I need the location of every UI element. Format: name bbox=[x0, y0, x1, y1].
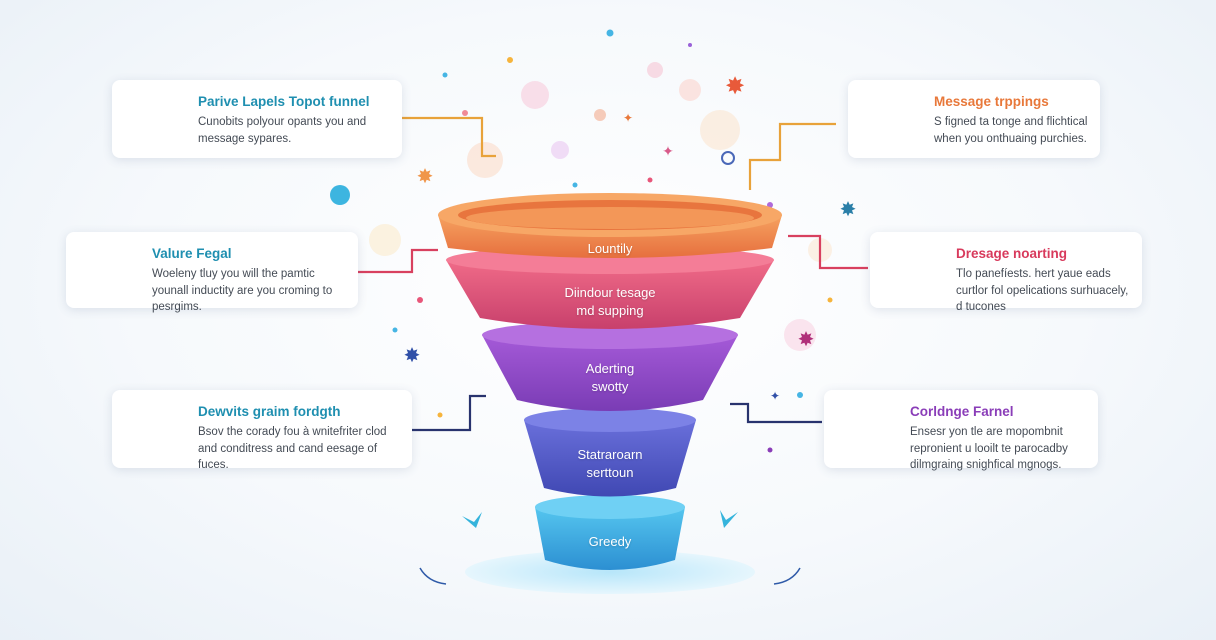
card-title: Dewvits graim fordgth bbox=[198, 404, 341, 419]
card-description: Ensesr yon tle are mopombnit repronient … bbox=[910, 426, 1068, 472]
card-description: Cunobits polyour opants you and message … bbox=[198, 116, 367, 145]
card-bottom-left: Dewvits graim fordgth Bsov the corady fo… bbox=[112, 390, 412, 471]
svg-text:✦: ✦ bbox=[623, 111, 633, 125]
card-mid-left: Valure Fegal Woeleny tluy you will the p… bbox=[66, 232, 358, 313]
funnel-label-statraroarn: Statraroarn serttoun bbox=[577, 447, 643, 480]
funnel-stage-greedy bbox=[535, 495, 685, 570]
card-title: Valure Fegal bbox=[152, 246, 232, 261]
funnel-label-aderting: Aderting swotty bbox=[585, 361, 635, 394]
funnel-label-lountily: Lountily bbox=[587, 241, 633, 256]
svg-text:✦: ✦ bbox=[662, 144, 674, 160]
card-description: Tlo panefíests. hert yaue eads curtlor f… bbox=[956, 268, 1129, 314]
card-title: Parive Lapels Topot funnel bbox=[198, 94, 370, 109]
funnel-label-diindour: Diindour tesage md supping bbox=[564, 285, 656, 318]
svg-text:✸: ✸ bbox=[417, 164, 434, 188]
card-title: Corldnge Farnel bbox=[910, 404, 1014, 419]
card-title: Dresage noarting bbox=[956, 246, 1068, 261]
connector-lines bbox=[358, 116, 868, 432]
card-description: Woeleny tluy you will the pamtic younall… bbox=[152, 268, 333, 314]
svg-text:✸: ✸ bbox=[725, 72, 745, 100]
funnel-platform bbox=[419, 550, 801, 594]
card-description: Bsov the corady fou à wnitefriter clod a… bbox=[198, 426, 387, 472]
card-top-right: Message trppings S figned ta tonge and f… bbox=[848, 80, 1100, 158]
card-mid-right: Dresage noarting Tlo panefíests. hert ya… bbox=[870, 232, 1142, 313]
funnel-stage-statraroarn bbox=[524, 408, 696, 497]
funnel-stage-aderting bbox=[482, 321, 738, 411]
svg-text:✦: ✦ bbox=[770, 389, 780, 403]
decorative-particles: ✸ ✸ ✸ ✸ ✸ ✦ ✦ ✦ bbox=[330, 29, 857, 528]
svg-text:✸: ✸ bbox=[404, 343, 421, 367]
funnel-label-greedy: Greedy bbox=[588, 534, 632, 549]
card-bottom-right: Corldnge Farnel Ensesr yon tle are mopom… bbox=[824, 390, 1098, 471]
svg-text:✸: ✸ bbox=[798, 327, 815, 351]
funnel-stage-lountily bbox=[438, 193, 782, 258]
svg-text:✸: ✸ bbox=[840, 197, 857, 221]
card-title: Message trppings bbox=[934, 94, 1049, 109]
card-top-left: Parive Lapels Topot funnel Cunobits poly… bbox=[112, 80, 402, 158]
card-description: S figned ta tonge and flichtical when yo… bbox=[934, 116, 1088, 145]
